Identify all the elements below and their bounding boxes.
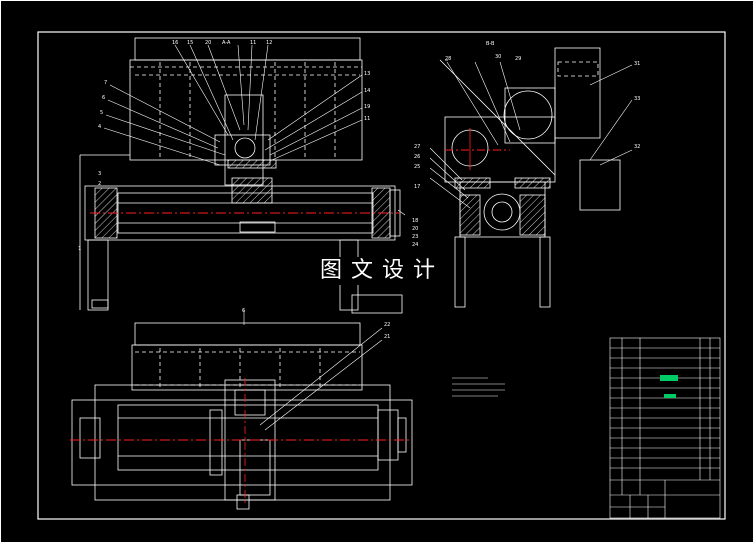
part-number-front-top-1: 15 <box>187 40 193 46</box>
side-leaders <box>429 61 633 209</box>
part-number-side-top-0: 28 <box>445 56 451 62</box>
side-view <box>439 47 621 308</box>
plan-leaders <box>243 310 383 431</box>
part-number-front-right-3: 11 <box>364 116 370 122</box>
part-number-side-left-0: 27 <box>414 144 420 150</box>
part-number-side-top-1: B-B <box>486 41 495 47</box>
part-number-front-left-6: 1 <box>78 246 81 252</box>
front-leaders <box>103 44 406 216</box>
part-number-front-left-3: 4 <box>98 124 101 130</box>
part-number-front-top-3: A-A <box>222 40 231 46</box>
part-number-front-top-0: 16 <box>172 40 178 46</box>
part-number-plan-view-2: 6 <box>242 308 245 314</box>
title-block-green-mark <box>660 375 678 381</box>
part-number-side-right-0: 31 <box>634 61 640 67</box>
part-number-side-right-1: 33 <box>634 96 640 102</box>
technical-notes <box>452 377 505 397</box>
title-block-green-mark-2 <box>664 394 676 398</box>
part-number-front-right-0: 13 <box>364 71 370 77</box>
part-number-front-bottom_right-2: 23 <box>412 234 418 240</box>
part-number-front-left-5: 2 <box>98 181 101 187</box>
part-number-front-bottom_right-1: 20 <box>412 226 418 232</box>
part-number-plan-view-0: 22 <box>384 322 390 328</box>
watermark-text: 图文设计 <box>318 257 447 285</box>
part-number-front-right-1: 14 <box>364 88 370 94</box>
part-number-front-left-1: 6 <box>102 95 105 101</box>
inner-frame <box>37 31 726 520</box>
part-number-side-right-2: 32 <box>634 144 640 150</box>
part-number-side-left-3: 17 <box>414 184 420 190</box>
part-number-side-left-1: 26 <box>414 154 420 160</box>
part-number-front-top-2: 20 <box>205 40 211 46</box>
part-number-front-top-4: 11 <box>250 40 256 46</box>
part-number-side-top-3: 29 <box>515 56 521 62</box>
part-number-front-bottom_right-0: 18 <box>412 218 418 224</box>
plan-view <box>71 322 413 510</box>
part-number-side-top-2: 30 <box>495 54 501 60</box>
part-number-plan-view-1: 21 <box>384 334 390 340</box>
part-number-front-left-0: 7 <box>104 80 107 86</box>
part-number-front-bottom_right-3: 24 <box>412 242 418 248</box>
part-number-front-left-2: 5 <box>100 110 103 116</box>
part-number-front-left-4: 3 <box>98 171 101 177</box>
part-number-front-top-5: 12 <box>266 40 272 46</box>
part-number-front-right-2: 19 <box>364 104 370 110</box>
part-number-side-left-2: 25 <box>414 164 420 170</box>
